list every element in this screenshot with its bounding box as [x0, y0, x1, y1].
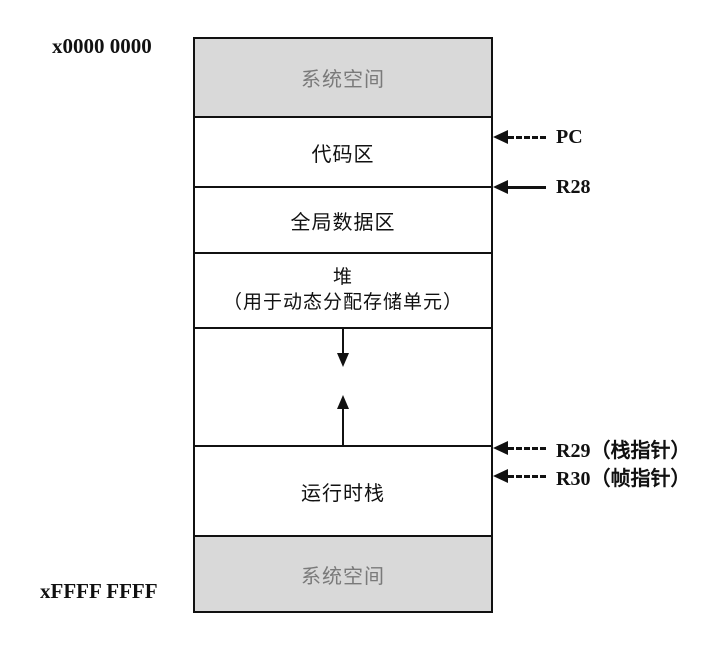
pointer-r30-line	[508, 474, 546, 478]
section-global-data-label: 全局数据区	[290, 211, 396, 234]
section-system-bottom: 系统空间	[195, 537, 491, 611]
memory-box: 系统空间 代码区 全局数据区 堆 （用于动态分配存储单元）	[193, 37, 493, 613]
section-global-data: 全局数据区	[195, 188, 491, 254]
section-free-space	[195, 329, 491, 447]
pointer-r29-line	[508, 446, 546, 450]
section-system-top-label: 系统空间	[301, 69, 385, 91]
section-heap-label-line1: 堆	[332, 266, 353, 288]
pointer-r28-line	[508, 185, 546, 189]
address-bottom-label: xFFFF FFFF	[40, 579, 158, 603]
pointer-r30: R30（帧指针）	[493, 464, 691, 490]
section-heap-label-line2: （用于动态分配存储单元）	[222, 291, 463, 313]
section-heap: 堆 （用于动态分配存储单元）	[195, 254, 491, 329]
pointer-pc: PC	[493, 125, 583, 149]
address-top-label: x0000 0000	[52, 34, 152, 58]
growth-arrows-icon	[337, 329, 349, 445]
section-system-bottom-label: 系统空间	[301, 565, 385, 588]
arrow-left-icon	[493, 441, 508, 455]
section-system-top: 系统空间	[195, 39, 491, 118]
pointer-r29-label: R29（栈指针）	[556, 439, 691, 462]
heap-grow-down-arrow-icon	[337, 329, 349, 367]
arrow-left-icon	[493, 469, 508, 483]
arrow-left-icon	[493, 180, 508, 194]
arrow-left-icon	[493, 130, 508, 144]
section-runtime-stack: 运行时栈	[195, 447, 491, 537]
pointer-r28: R28	[493, 175, 590, 199]
pointer-r28-label: R28	[556, 175, 591, 198]
section-runtime-stack-label: 运行时栈	[301, 482, 385, 505]
pointer-r30-label: R30（帧指针）	[556, 467, 691, 490]
section-code: 代码区	[195, 118, 491, 188]
section-code-label: 代码区	[311, 143, 375, 166]
pointer-r29: R29（栈指针）	[493, 436, 691, 462]
pointer-pc-label: PC	[556, 125, 583, 148]
pointer-pc-line	[508, 135, 546, 139]
stack-grow-up-arrow-icon	[337, 395, 349, 445]
